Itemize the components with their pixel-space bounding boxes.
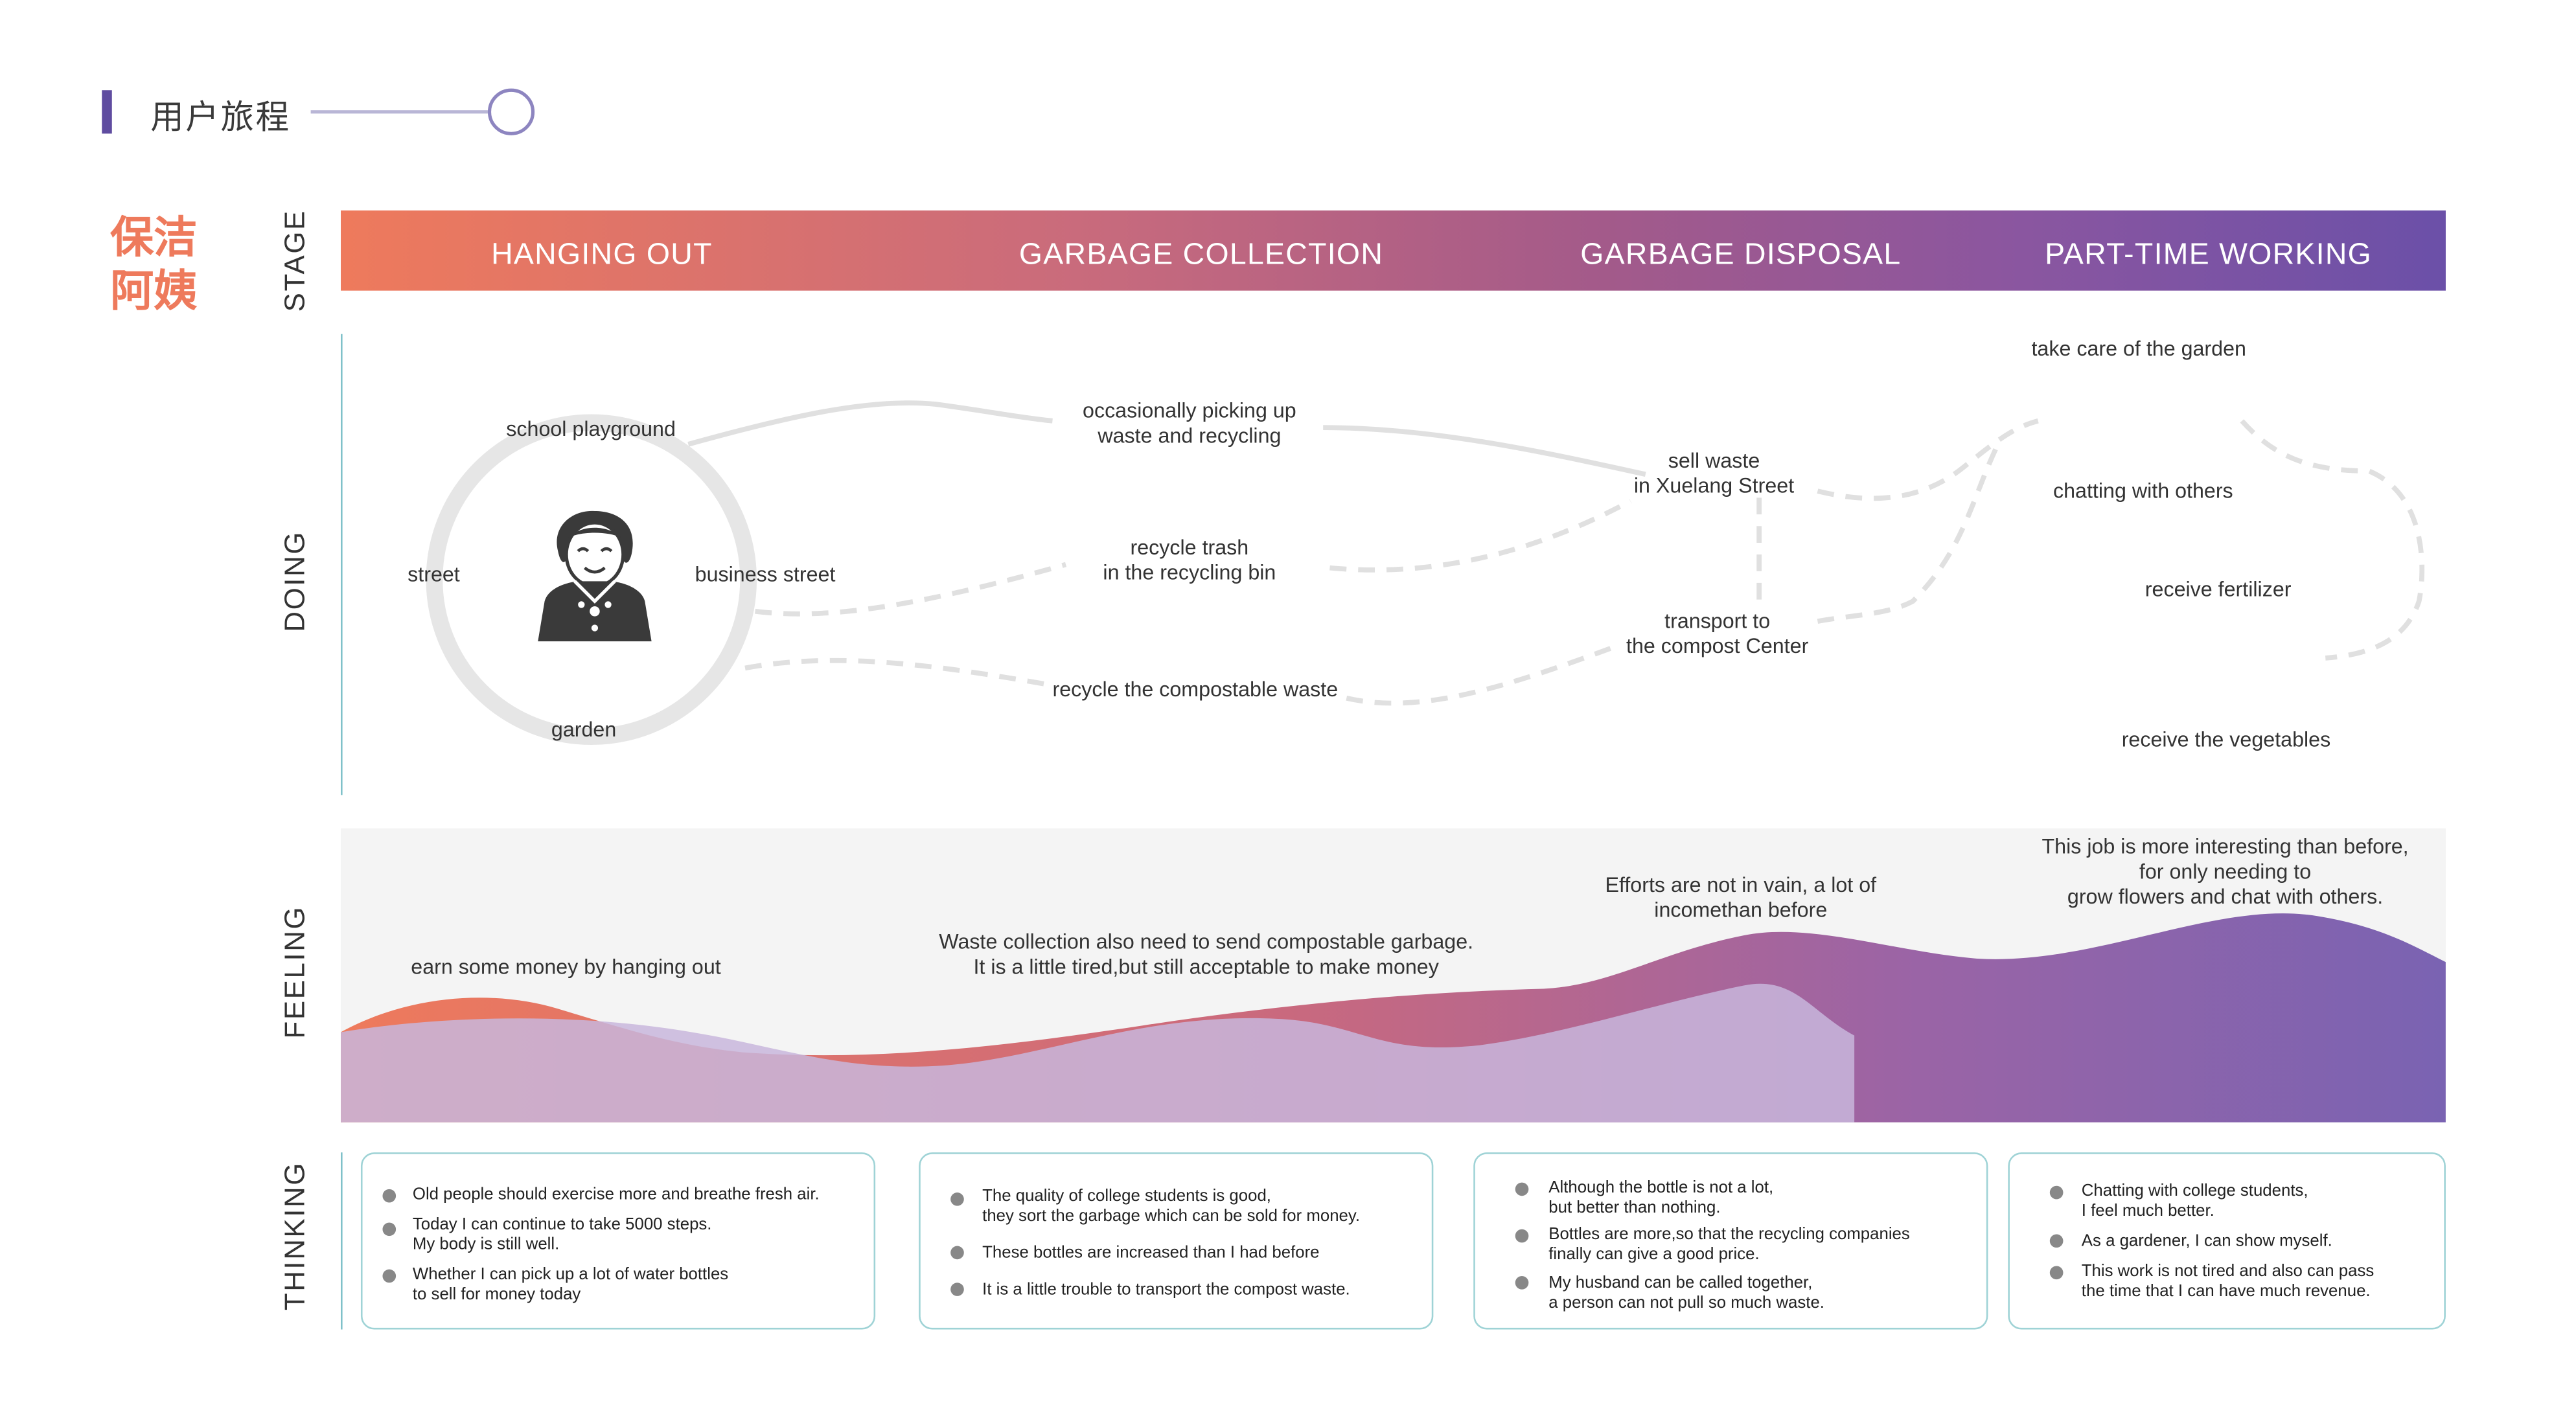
bullet-icon — [382, 1222, 397, 1237]
doing-compostable: recycle the compostable waste — [1052, 678, 1339, 702]
title-circle-icon — [487, 88, 535, 135]
doing-school-playground: school playground — [506, 417, 676, 441]
feeling-4: This job is more interesting than before… — [2041, 835, 2409, 909]
stage-garbage-collection: GARBAGE COLLECTION — [1018, 237, 1384, 271]
thinking-card-2: The quality of college students is good,… — [919, 1152, 1434, 1330]
dashed-path-transport-garden — [1817, 446, 1999, 624]
dashed-path-recycle — [755, 562, 1067, 617]
bullet-icon — [382, 1189, 397, 1203]
thinking-item: Although the bottle is not a lot, but be… — [1548, 1179, 1774, 1218]
page-title: 用户旅程 — [150, 100, 291, 137]
thinking-item: Today I can continue to take 5000 steps.… — [412, 1216, 712, 1255]
doing-divider-line — [341, 334, 343, 795]
doing-sell-waste: sell waste in Xuelang Street — [1633, 449, 1795, 498]
doing-transport: transport to the compost Center — [1626, 610, 1809, 658]
doing-chatting: chatting with others — [2053, 479, 2233, 503]
solid-path-1 — [687, 400, 1053, 447]
doing-fertilizer: receive fertilizer — [2145, 578, 2292, 602]
dashed-path-compost — [744, 657, 1050, 687]
stage-band — [341, 210, 2446, 291]
thinking-item: It is a little trouble to transport the … — [982, 1281, 1350, 1300]
feeling-curve-overlay — [341, 983, 1855, 1123]
dashed-path-compost-transport — [1346, 642, 1622, 706]
dashed-path-recycle-sell — [1329, 499, 1632, 573]
feeling-curve — [341, 913, 2446, 1123]
cleaner-woman-icon — [538, 510, 652, 642]
thinking-item: Whether I can pick up a lot of water bot… — [412, 1266, 729, 1305]
bullet-icon — [950, 1246, 964, 1260]
doing-business-street: business street — [695, 562, 836, 587]
bullet-icon — [382, 1269, 397, 1283]
dashed-path-sell-chat — [1817, 418, 2039, 501]
thinking-item: As a gardener, I can show myself. — [2081, 1232, 2332, 1251]
bullet-icon — [1515, 1182, 1529, 1196]
thinking-card-1: Old people should exercise more and brea… — [360, 1152, 876, 1330]
bullet-icon — [2049, 1185, 2064, 1200]
thinking-card-4: Chatting with college students, I feel m… — [2008, 1152, 2446, 1330]
bullet-icon — [2049, 1234, 2064, 1248]
persona-name: 保洁阿姨 — [110, 212, 198, 316]
bullet-icon — [950, 1192, 964, 1206]
thinking-card-3: Although the bottle is not a lot, but be… — [1473, 1152, 1988, 1330]
thinking-item: These bottles are increased than I had b… — [982, 1244, 1320, 1263]
bullet-icon — [1515, 1229, 1529, 1243]
feeling-3: Efforts are not in vain, a lot of income… — [1605, 873, 1877, 922]
thinking-divider-line — [341, 1152, 343, 1330]
thinking-item: Bottles are more,so that the recycling c… — [1548, 1226, 1910, 1264]
activity-ring — [426, 414, 757, 746]
thinking-item: Old people should exercise more and brea… — [412, 1185, 820, 1205]
bullet-icon — [2049, 1266, 2064, 1280]
solid-path-2 — [1323, 425, 1646, 477]
bullet-icon — [950, 1283, 964, 1296]
doing-garden-care: take care of the garden — [2031, 337, 2246, 361]
doing-picking-up: occasionally picking up waste and recycl… — [1083, 399, 1296, 448]
doing-recycle-trash: recycle trash in the recycling bin — [1103, 536, 1276, 585]
doing-garden: garden — [551, 718, 617, 742]
title-accent-bar — [102, 90, 112, 134]
feeling-2: Waste collection also need to send compo… — [939, 930, 1474, 979]
bullet-icon — [1515, 1275, 1529, 1290]
doing-vegetables: receive the vegetables — [2121, 728, 2331, 752]
doing-street: street — [408, 562, 460, 587]
stage-part-time-working: PART-TIME WORKING — [2045, 237, 2373, 271]
stage-hanging-out: HANGING OUT — [491, 237, 713, 271]
dashed-path-garden-loop — [2240, 419, 2425, 661]
thinking-item: This work is not tired and also can pass… — [2081, 1262, 2375, 1301]
thinking-item: My husband can be called together, a per… — [1548, 1274, 1824, 1313]
stage-garbage-disposal: GARBAGE DISPOSAL — [1580, 237, 1902, 271]
thinking-item: The quality of college students is good,… — [982, 1187, 1361, 1226]
thinking-item: Chatting with college students, I feel m… — [2081, 1182, 2308, 1221]
feeling-1: earn some money by hanging out — [411, 955, 721, 979]
title-connector-line — [310, 110, 492, 114]
